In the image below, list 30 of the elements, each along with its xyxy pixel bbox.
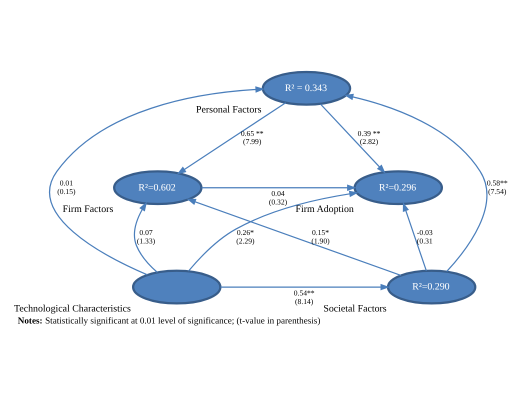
arrow [402, 202, 427, 271]
node-label: Societal Factors [323, 302, 387, 314]
edge-label: 0.58** (7.54) [486, 178, 508, 196]
edge-label: 0.01 (0.15) [57, 178, 76, 196]
node-label: Firm Factors [62, 203, 114, 214]
arrow [49, 86, 265, 275]
node-ellipse [132, 269, 222, 304]
edge-label: -0.03 (0.31 [416, 228, 433, 245]
edge-label: 0.65 ** (7.99) [240, 128, 264, 146]
edge-label: 0.54** (8.14) [294, 288, 315, 306]
arrow [320, 103, 386, 173]
arrow [176, 102, 286, 174]
node-label: Firm Adoption [296, 203, 354, 214]
arrow [344, 93, 488, 272]
caption: Notes: Statistically significant at 0.01 level of significance; (t-value in parenthesis) [18, 315, 320, 326]
edge-label: 0.39 ** (2.82) [358, 128, 380, 146]
edge-label: 0.07 (1.33) [136, 228, 156, 245]
node-label: Technological Characteristics [14, 302, 131, 314]
node-ellipse: R²=0.296 [354, 170, 444, 205]
arrow [202, 184, 356, 190]
arrow [188, 190, 359, 272]
edge-label: 0.04 (0.32) [268, 188, 288, 206]
arrow [220, 283, 390, 290]
node-ellipse: R² = 0.343 [262, 70, 352, 106]
arrow [134, 201, 158, 272]
edge-label: 0.15* (1.90) [311, 228, 330, 245]
arrow [186, 198, 402, 276]
node-ellipse: R²=0.290 [386, 269, 476, 304]
node-label: Personal Factors [196, 104, 262, 116]
edge-label: 0.26* (2.29) [236, 228, 255, 245]
